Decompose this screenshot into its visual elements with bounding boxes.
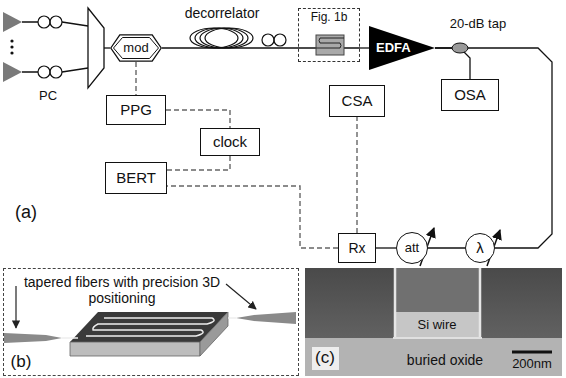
tap-coupler xyxy=(452,43,468,53)
wire-cap xyxy=(395,268,480,312)
wire-edge xyxy=(395,268,480,338)
wire-edge xyxy=(393,337,482,339)
label-patch xyxy=(312,347,339,370)
amplifier-triangle: EDFA xyxy=(369,26,435,70)
signal-line xyxy=(167,186,338,248)
fiber-coil xyxy=(190,28,238,48)
scale-label: 200nm xyxy=(512,357,552,372)
node-text: BERT xyxy=(116,169,156,186)
node-text: Rx xyxy=(348,240,365,256)
node-text: tapered fibers with precision 3D positio… xyxy=(22,274,222,306)
component-label: 20-dB tap xyxy=(450,17,506,32)
si-wire xyxy=(395,312,480,338)
node-text: clock xyxy=(213,133,247,150)
receiver-box: Rx xyxy=(338,233,376,263)
modulator-box: mod xyxy=(110,34,162,62)
optical-fiber xyxy=(435,48,552,248)
pc-loop xyxy=(274,34,286,46)
signal-line xyxy=(167,156,230,170)
node-text: CSA xyxy=(342,92,373,109)
optical-fiber xyxy=(162,47,298,48)
optical-fiber xyxy=(435,48,470,79)
panel-letter: (c) xyxy=(315,348,335,368)
scope-box: CSA xyxy=(329,85,385,117)
ellipsis-dot xyxy=(10,45,13,48)
node-text: att xyxy=(405,241,419,256)
chip xyxy=(316,35,344,55)
pc-loop xyxy=(50,66,62,78)
serpentine-waveguide xyxy=(62,318,236,338)
layer-label: buried oxide xyxy=(407,352,483,368)
leader-line xyxy=(226,284,256,309)
tapered-fiber xyxy=(236,312,296,324)
component-label: decorrelator xyxy=(185,5,260,21)
node-text: EDFA xyxy=(376,41,411,56)
laser-symbol xyxy=(3,12,22,32)
leader-line xyxy=(15,286,16,328)
node-text: PPG xyxy=(120,101,152,118)
triangle-outline xyxy=(369,26,435,70)
panel-letter: (a) xyxy=(15,202,37,223)
fiber-coil xyxy=(195,28,243,48)
component-label: PC xyxy=(39,89,57,104)
optical-fiber xyxy=(428,247,465,248)
ellipsis-dot xyxy=(10,39,13,42)
oxide-layer xyxy=(305,338,562,376)
sem-image xyxy=(305,268,562,376)
fiber-coil xyxy=(200,28,248,48)
multiplexer xyxy=(88,8,104,88)
chip-front xyxy=(70,342,200,356)
node-text: OSA xyxy=(454,86,486,103)
attenuator-circle: att xyxy=(396,232,428,264)
pc-loop xyxy=(38,16,50,28)
analyzer-box: OSA xyxy=(441,79,499,111)
ellipsis-dot xyxy=(10,51,13,54)
clock-box: clock xyxy=(200,128,260,156)
filter-circle: λ xyxy=(465,233,495,263)
pc-loop xyxy=(262,34,274,46)
layer-label: Si wire xyxy=(417,318,456,333)
panel-box: tapered fibers with precision 3D positio… xyxy=(3,268,299,376)
chip-box: Fig. 1b xyxy=(298,8,360,62)
fiber-coil xyxy=(205,28,253,48)
node-text: λ xyxy=(476,239,484,256)
generator-box: PPG xyxy=(106,95,166,125)
tapered-fiber xyxy=(4,333,62,343)
pc-loop xyxy=(38,66,50,78)
scale-bar xyxy=(512,351,552,354)
hexagon-outline xyxy=(114,38,159,59)
optical-fiber xyxy=(360,47,369,48)
fiber xyxy=(22,68,88,72)
signal-line xyxy=(135,62,136,95)
hexagon-outline xyxy=(111,35,161,61)
fiber xyxy=(22,22,88,26)
tester-box: BERT xyxy=(105,162,167,194)
signal-line xyxy=(356,117,357,233)
optical-fiber xyxy=(376,247,396,248)
laser-symbol xyxy=(3,62,22,82)
node-text: Fig. 1b xyxy=(311,11,348,25)
fiber xyxy=(104,47,110,48)
node-text: mod xyxy=(123,41,148,56)
waveguide xyxy=(316,38,344,48)
signal-line xyxy=(166,110,230,128)
panel-letter: (b) xyxy=(11,352,32,372)
pc-loop xyxy=(50,16,62,28)
